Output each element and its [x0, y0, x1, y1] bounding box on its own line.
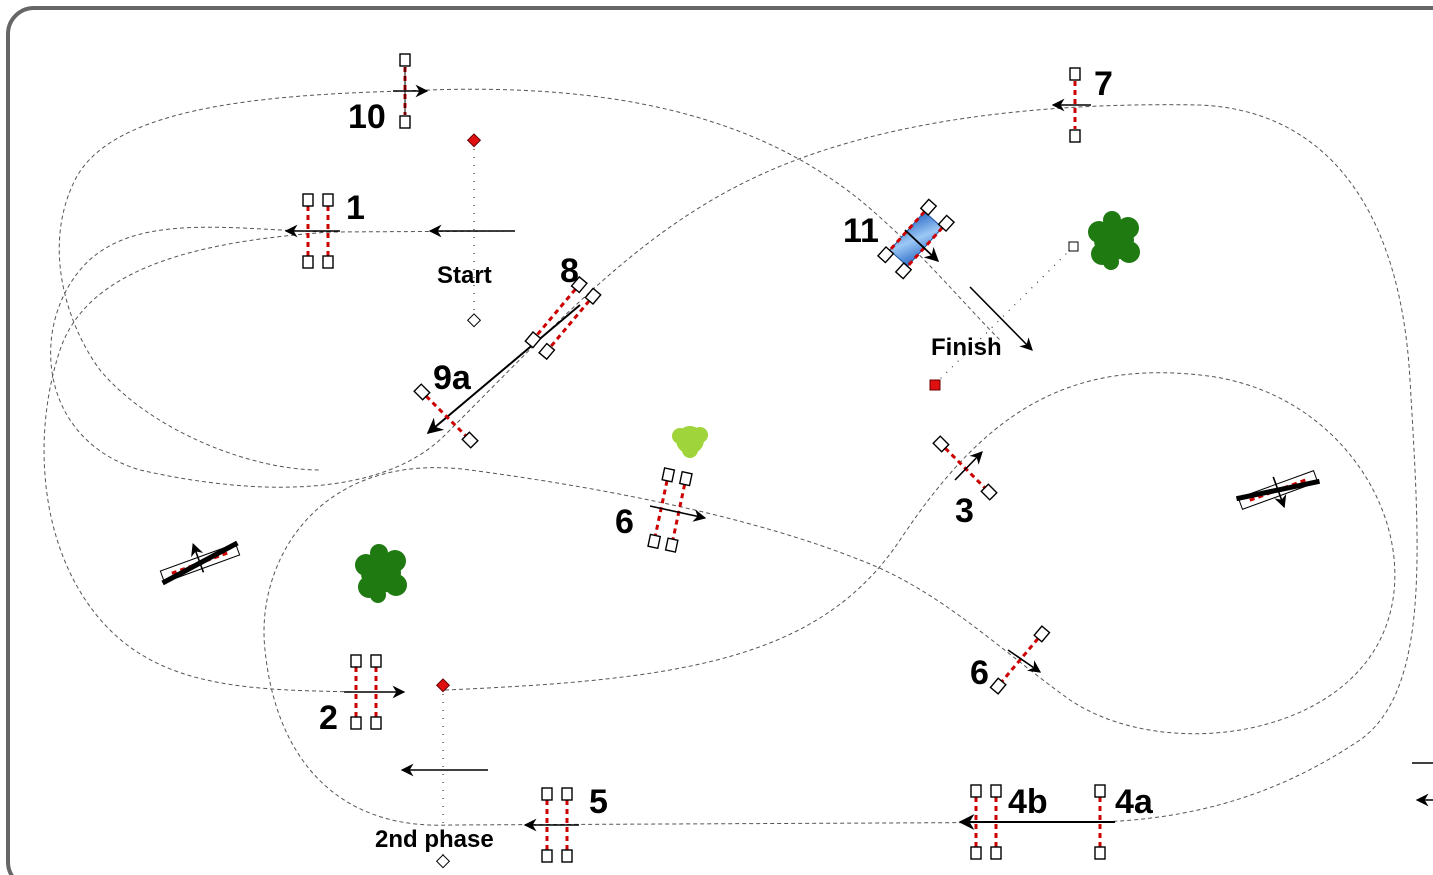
- jump-4a-label: 4a: [1115, 783, 1154, 821]
- jump-2-label: 2: [319, 699, 338, 737]
- finish-direction-arrow: [969, 286, 1033, 351]
- unused-jump-right: [1235, 470, 1321, 510]
- jump-6-arrow: [649, 505, 707, 522]
- finish-flag-white: [1068, 241, 1079, 252]
- jump-7-arrow: [1007, 649, 1042, 673]
- finish-label: Finish: [931, 334, 1002, 361]
- riding-track: [43, 88, 1418, 826]
- second-phase-flag-white: [435, 854, 451, 869]
- second-phase-flag-red: [435, 678, 451, 693]
- jump-5-label: 5: [589, 783, 608, 821]
- jump-9-direction-arrow: [426, 304, 581, 435]
- bush-icon: [672, 426, 708, 458]
- jump-10-label: 10: [348, 98, 386, 136]
- jump-10: [393, 53, 429, 129]
- jump-8-label: 7: [1094, 65, 1113, 103]
- jump-3-label: 3: [955, 492, 974, 530]
- tree-icon: [355, 544, 407, 603]
- jump-9a-label: 8: [560, 252, 579, 290]
- jump-11-arrow: [904, 229, 940, 262]
- jump-6-label: 6: [615, 503, 634, 541]
- tree-icon: [1088, 211, 1140, 270]
- jump-4b-label: 4b: [1008, 783, 1048, 821]
- finish-flag-red: [929, 379, 941, 391]
- unused-jump-left: [159, 540, 241, 586]
- start-flag-red: [466, 133, 482, 148]
- jump-9b-label: 9a: [433, 359, 472, 397]
- start-label: Start: [437, 262, 492, 289]
- second-phase-label: 2nd phase: [375, 826, 494, 853]
- jump-7-label: 6: [970, 654, 989, 692]
- start-flag-white: [466, 313, 482, 328]
- jump-1: [284, 193, 340, 269]
- jump-8: [1051, 67, 1091, 143]
- jump-7: [989, 625, 1051, 695]
- jump-3-arrow: [954, 451, 983, 481]
- jump-9b: [413, 383, 479, 449]
- jump-11: [877, 198, 955, 280]
- jump-5: [523, 787, 579, 863]
- jump-11-label: 11: [843, 212, 879, 250]
- jump-1-label: 1: [346, 189, 365, 227]
- finish-line: [934, 246, 1074, 385]
- arena-border: [6, 6, 1433, 875]
- jump-3: [932, 435, 998, 501]
- jump-2: [344, 654, 406, 730]
